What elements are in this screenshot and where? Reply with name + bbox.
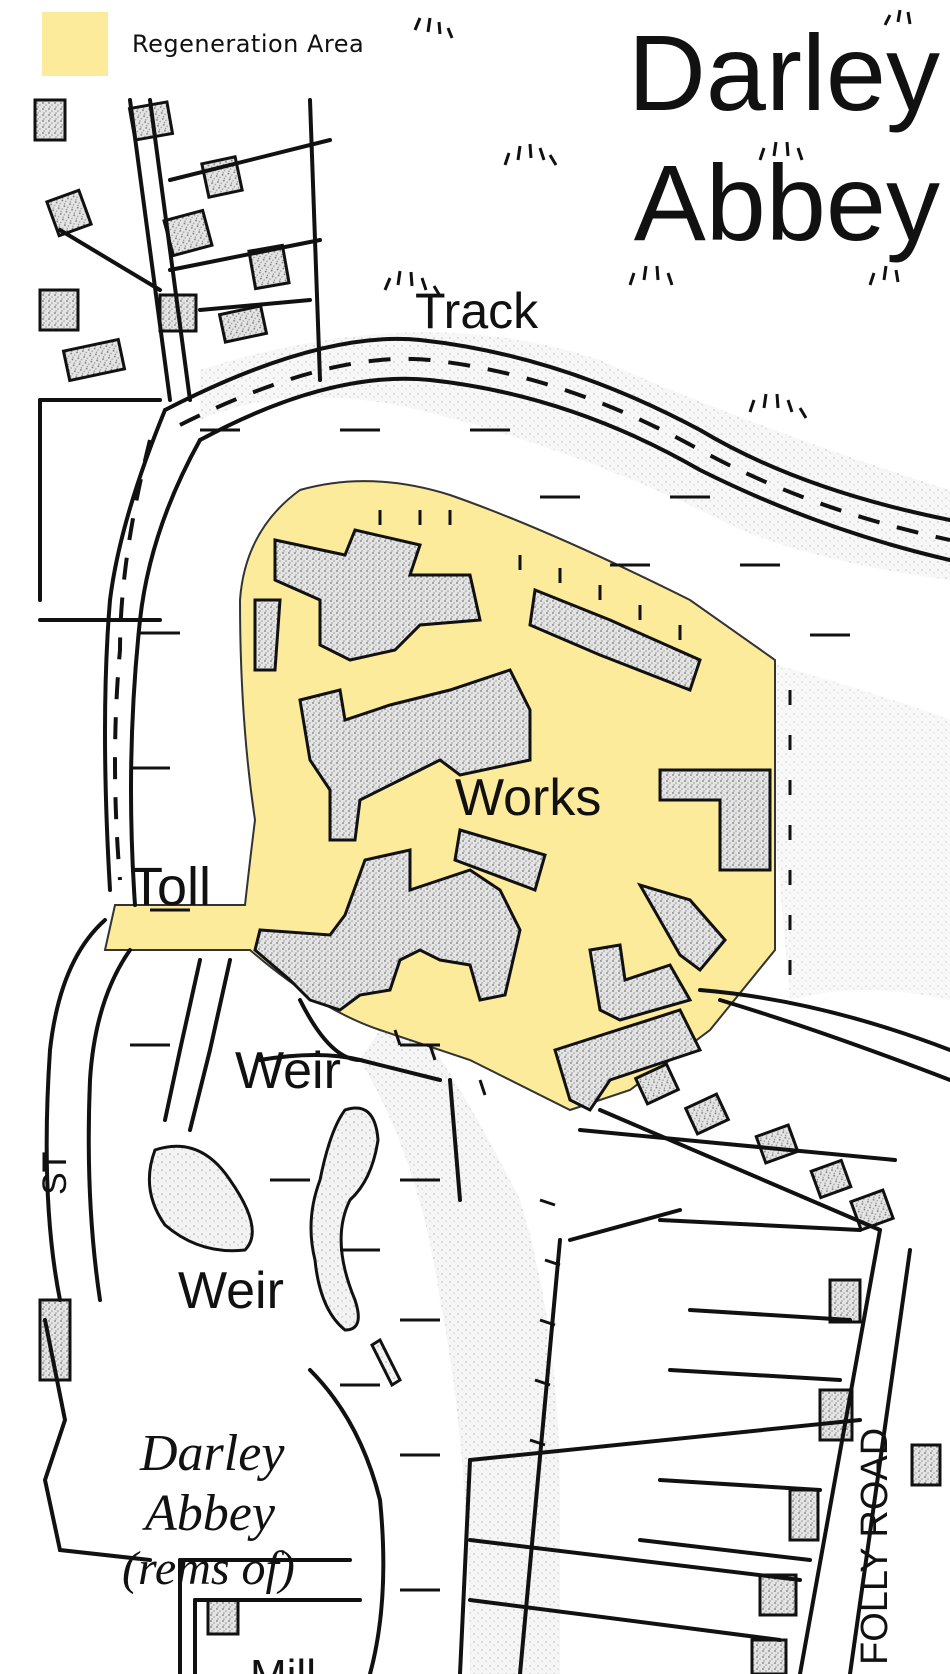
- river-bank-upper: [200, 332, 950, 580]
- track-dashes: [113, 356, 950, 881]
- embankment-ticks: [378, 510, 792, 1447]
- label-darley-abbey-top-2: Abbey: [634, 142, 940, 263]
- legend-swatch-regeneration-area: [42, 12, 108, 76]
- label-weir-upper: Weir: [235, 1042, 341, 1100]
- label-ruins-1: Darley: [139, 1425, 285, 1482]
- label-folly-road: FOLLY ROAD: [854, 1428, 896, 1665]
- label-works: Works: [455, 769, 601, 827]
- river-bank-lower: [360, 1000, 560, 1674]
- label-weir-lower: Weir: [178, 1262, 284, 1320]
- label-street: ST: [36, 1152, 74, 1195]
- label-ruins-3: (rems of): [122, 1542, 295, 1595]
- linework: [38, 98, 950, 1674]
- label-ruins-2: Abbey: [142, 1485, 276, 1542]
- label-track: Track: [415, 283, 539, 339]
- label-darley-abbey-top-1: Darley: [628, 12, 940, 133]
- label-mill: Mill: [250, 1651, 316, 1674]
- vegetation-symbols: [383, 9, 912, 419]
- island-left: [147, 1144, 254, 1253]
- island-long: [309, 1106, 380, 1332]
- works-buildings: [253, 528, 772, 1112]
- island-small: [370, 1337, 402, 1388]
- map-legend: Regeneration Area: [42, 12, 364, 76]
- water-dashes: [130, 428, 850, 1592]
- river-bank-right: [760, 660, 950, 1000]
- label-toll: Toll: [130, 857, 211, 917]
- legend-label-regeneration-area: Regeneration Area: [132, 30, 365, 58]
- houses-top-left: [33, 98, 291, 383]
